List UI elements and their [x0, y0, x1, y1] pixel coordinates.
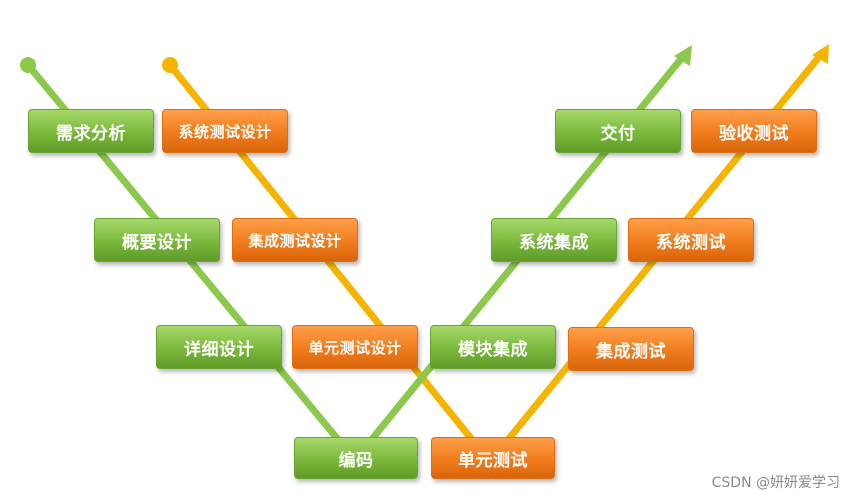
- unit-test-box: 单元测试: [431, 437, 555, 479]
- unit-test-design-box: 单元测试设计: [292, 325, 418, 369]
- green-arrowhead-icon: [674, 45, 692, 66]
- sys-test-box: 系统测试: [628, 218, 754, 262]
- overview-design-box: 概要设计: [94, 218, 220, 262]
- coding-box: 编码: [294, 437, 418, 479]
- acceptance-test-box: 验收测试: [691, 109, 817, 153]
- req-analysis-box: 需求分析: [28, 109, 154, 153]
- green-start-dot: [20, 57, 36, 73]
- integ-test-box: 集成测试: [568, 327, 694, 371]
- orange-start-dot: [162, 57, 178, 73]
- module-integ-box: 模块集成: [430, 325, 556, 369]
- sys-test-design-box: 系统测试设计: [162, 109, 288, 153]
- sys-integ-box: 系统集成: [491, 218, 617, 262]
- watermark-text: CSDN @妍妍爱学习: [711, 475, 840, 491]
- integ-test-design-box: 集成测试设计: [232, 218, 358, 262]
- delivery-box: 交付: [555, 109, 681, 153]
- detail-design-box: 详细设计: [156, 325, 282, 369]
- orange-arrowhead-icon: [812, 44, 829, 64]
